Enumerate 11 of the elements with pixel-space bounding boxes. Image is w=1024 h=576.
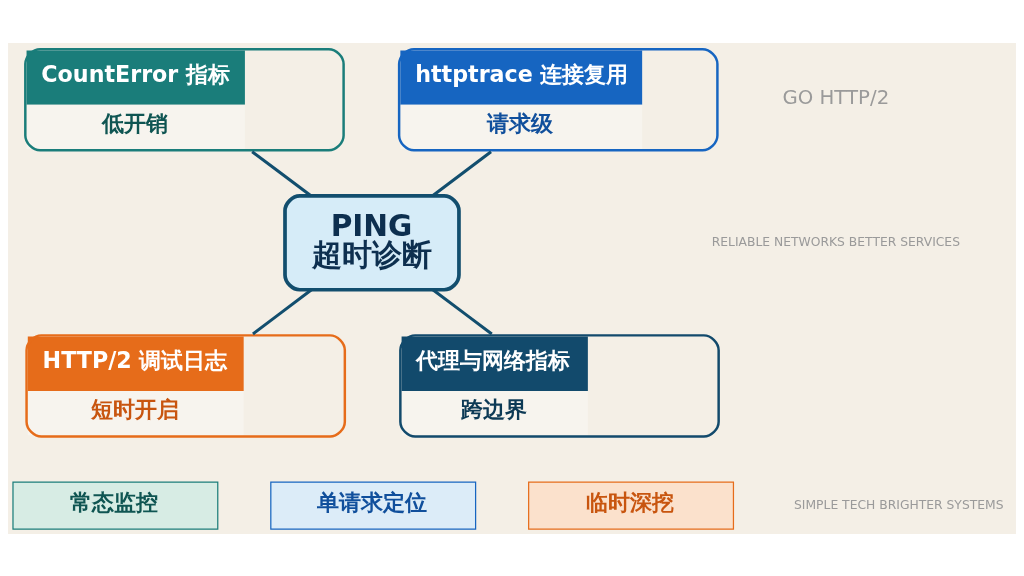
connector — [251, 150, 312, 197]
node-box: 单请求定位 — [270, 481, 477, 530]
node-box: 临时深挖 — [528, 481, 735, 530]
connector — [431, 288, 493, 335]
label: RELIABLE NETWORKS BETTER SERVICES — [711, 234, 960, 249]
connector — [432, 150, 492, 197]
node-box: PING 超时诊断 — [283, 193, 461, 292]
label: GO HTTP/2 — [782, 85, 890, 109]
label: SIMPLE TECH BRIGHTER SYSTEMS — [794, 497, 1004, 512]
node-box: 常态监控 — [12, 481, 219, 530]
connector — [252, 288, 313, 335]
